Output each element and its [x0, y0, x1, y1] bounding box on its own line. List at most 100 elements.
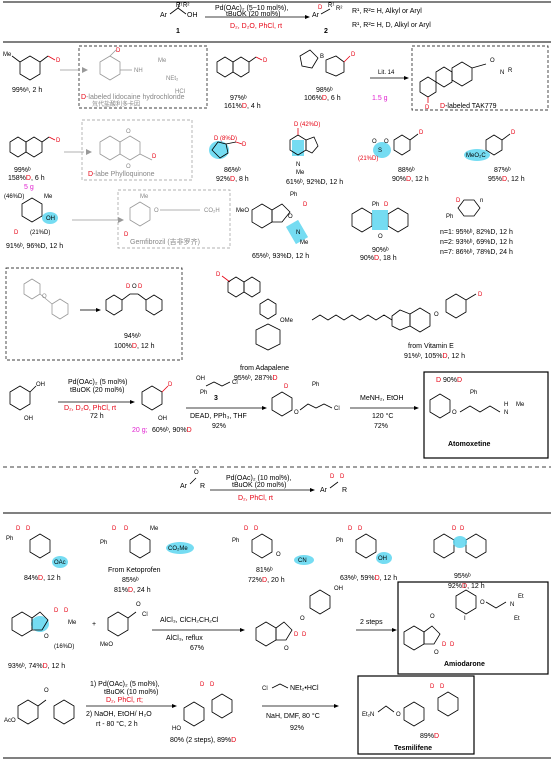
svg-text:72 h: 72 h	[90, 413, 104, 420]
svg-text:D: D	[152, 154, 157, 160]
svg-text:Me: Me	[158, 58, 167, 64]
svg-text:Ar: Ar	[180, 483, 188, 490]
svg-text:CN: CN	[298, 558, 307, 564]
svg-text:81%D, 24 h: 81%D, 24 h	[114, 587, 151, 594]
svg-text:O: O	[452, 410, 457, 416]
svg-text:n: n	[480, 198, 483, 204]
svg-text:OH: OH	[24, 416, 33, 422]
svg-text:63%ᵇ, 59%D, 12 h: 63%ᵇ, 59%D, 12 h	[340, 575, 397, 582]
row5-compound1: Ph D D OAc 84%D, 12 h	[6, 526, 68, 582]
row1-compound1: Me D 99%ᵃ, 2 h	[3, 52, 61, 94]
svg-text:99%ᵃ, 2 h: 99%ᵃ, 2 h	[12, 87, 42, 94]
svg-text:D: D	[210, 682, 215, 688]
svg-text:120 °C: 120 °C	[372, 412, 393, 420]
svg-text:86%ᵇ: 86%ᵇ	[224, 167, 241, 174]
svg-text:D: D	[168, 382, 173, 388]
svg-text:158%D, 6 h: 158%D, 6 h	[8, 175, 45, 182]
svg-text:Me: Me	[3, 52, 12, 58]
svg-text:O: O	[44, 688, 49, 694]
svg-text:D: D	[318, 5, 323, 11]
svg-text:72%D, 20 h: 72%D, 20 h	[248, 577, 285, 584]
svg-text:Ph: Ph	[312, 382, 319, 388]
svg-text:Ph: Ph	[6, 536, 13, 542]
svg-text:O: O	[42, 294, 47, 300]
svg-text:Et₂N: Et₂N	[362, 712, 374, 718]
svg-text:O: O	[430, 614, 435, 620]
mid-reaction: Ar O R Pd(OAc)₂ (10 mol%), tBuOK (20 mol…	[180, 470, 347, 502]
row1-compound3: D 97%ᵇ 161%D, 4 h	[216, 56, 268, 110]
svg-text:Me: Me	[150, 526, 159, 532]
svg-text:D: D	[340, 474, 345, 480]
svg-text:HO: HO	[172, 726, 181, 732]
svg-text:O: O	[294, 410, 299, 416]
svg-text:D: D	[138, 284, 143, 290]
tesmilifene-synthesis: AcO O 1) Pd(OAc)₂ (5 mol%), tBuOK (10 mo…	[4, 675, 475, 755]
svg-text:Atomoxetine: Atomoxetine	[448, 441, 491, 448]
svg-text:n=1: 95%ᵇ, 82%D, 12 h: n=1: 95%ᵇ, 82%D, 12 h	[440, 229, 513, 236]
svg-text:I: I	[464, 584, 466, 590]
svg-text:91%ᵇ, 105%D, 12 h: 91%ᵇ, 105%D, 12 h	[404, 353, 465, 360]
svg-text:(46%D): (46%D)	[4, 194, 24, 200]
svg-text:92%: 92%	[212, 423, 226, 430]
svg-text:D: D	[425, 105, 430, 111]
svg-text:Ph: Ph	[336, 538, 343, 544]
svg-text:D: D	[26, 526, 31, 532]
svg-text:R: R	[342, 487, 347, 494]
svg-text:D: D	[116, 48, 121, 54]
svg-text:n=2: 93%ᵇ, 69%D, 12 h: n=2: 93%ᵇ, 69%D, 12 h	[440, 239, 513, 246]
svg-text:90%ᵇ: 90%ᵇ	[372, 247, 389, 254]
svg-text:O: O	[372, 139, 377, 145]
svg-text:O: O	[434, 312, 439, 318]
svg-text:2) NaOH, EtOH/ H₂O: 2) NaOH, EtOH/ H₂O	[86, 711, 152, 718]
row1-lidocaine: D NH Me NEt₂ HCl D-labeled lidocaine hyd…	[60, 45, 208, 109]
svg-text:O: O	[480, 600, 485, 606]
svg-text:106%D, 6 h: 106%D, 6 h	[304, 95, 341, 102]
svg-text:Cl: Cl	[262, 686, 268, 692]
svg-text:O: O	[136, 602, 141, 608]
svg-text:D₂, D₂O, PhCl, rt: D₂, D₂O, PhCl, rt	[230, 23, 282, 30]
svg-text:92%D, 12 h: 92%D, 12 h	[448, 583, 485, 590]
svg-text:I: I	[464, 616, 466, 622]
svg-text:2: 2	[324, 28, 328, 35]
svg-text:92%D, 8 h: 92%D, 8 h	[216, 176, 249, 183]
svg-text:Cl: Cl	[334, 406, 340, 412]
svg-text:Pd(OAc)₂ (10 mol%),: Pd(OAc)₂ (10 mol%),	[226, 475, 291, 482]
svg-text:N: N	[504, 410, 508, 416]
svg-text:60%ᵇ, 90%D: 60%ᵇ, 90%D	[152, 427, 192, 434]
svg-text:N: N	[296, 230, 300, 236]
svg-text:89%D: 89%D	[420, 733, 439, 740]
svg-text:D: D	[452, 526, 457, 532]
svg-text:Ar: Ar	[312, 12, 320, 19]
svg-text:Cl: Cl	[142, 612, 148, 618]
row5-compound2: Ph D D Me CO₂Me From Ketoprofen 85%ᵇ 81%…	[100, 526, 194, 594]
row1-tak779: O N R D D-labeled TAK779	[411, 45, 549, 111]
svg-text:O: O	[434, 650, 439, 656]
svg-text:氘代盐酸利多卡因: 氘代盐酸利多卡因	[92, 100, 140, 108]
svg-text:O: O	[300, 616, 305, 622]
row3-compound1: (46%D) Me OH D (21%D) 91%ᵇ, 96%D, 12 h	[4, 194, 63, 250]
svg-text:93%ᵇ, 74%D, 12 h: 93%ᵇ, 74%D, 12 h	[8, 663, 65, 670]
svg-text:from Adapalene: from Adapalene	[240, 365, 289, 372]
svg-text:D: D	[419, 130, 424, 136]
svg-text:O: O	[276, 552, 281, 558]
svg-text:D: D	[284, 384, 289, 390]
svg-text:O: O	[194, 470, 199, 476]
row2-compound3: D D (8%D) 86%ᵇ 92%D, 8 h	[209, 136, 249, 183]
svg-text:1: 1	[176, 28, 180, 35]
svg-text:Me: Me	[300, 240, 309, 246]
svg-text:95%D, 12 h: 95%D, 12 h	[488, 176, 525, 183]
svg-text:Amiodarone: Amiodarone	[444, 661, 485, 668]
svg-text:Lit. 14: Lit. 14	[378, 70, 395, 76]
svg-text:1) Pd(OAc)₂ (5 mol%),: 1) Pd(OAc)₂ (5 mol%),	[90, 681, 160, 688]
svg-text:D: D	[124, 526, 129, 532]
svg-text:n=7: 86%ᵇ, 78%D, 24 h: n=7: 86%ᵇ, 78%D, 24 h	[440, 249, 513, 256]
svg-text:tBuOK (10 mol%): tBuOK (10 mol%)	[104, 689, 158, 696]
svg-text:Me: Me	[296, 170, 305, 176]
svg-text:1.5 g: 1.5 g	[372, 95, 388, 102]
svg-text:D 90%D: D 90%D	[436, 377, 462, 384]
svg-text:D: D	[242, 142, 247, 148]
svg-text:D: D	[244, 526, 249, 532]
svg-text:61%ᵇ, 92%D, 12 h: 61%ᵇ, 92%D, 12 h	[286, 179, 343, 186]
svg-text:Me: Me	[516, 402, 525, 408]
